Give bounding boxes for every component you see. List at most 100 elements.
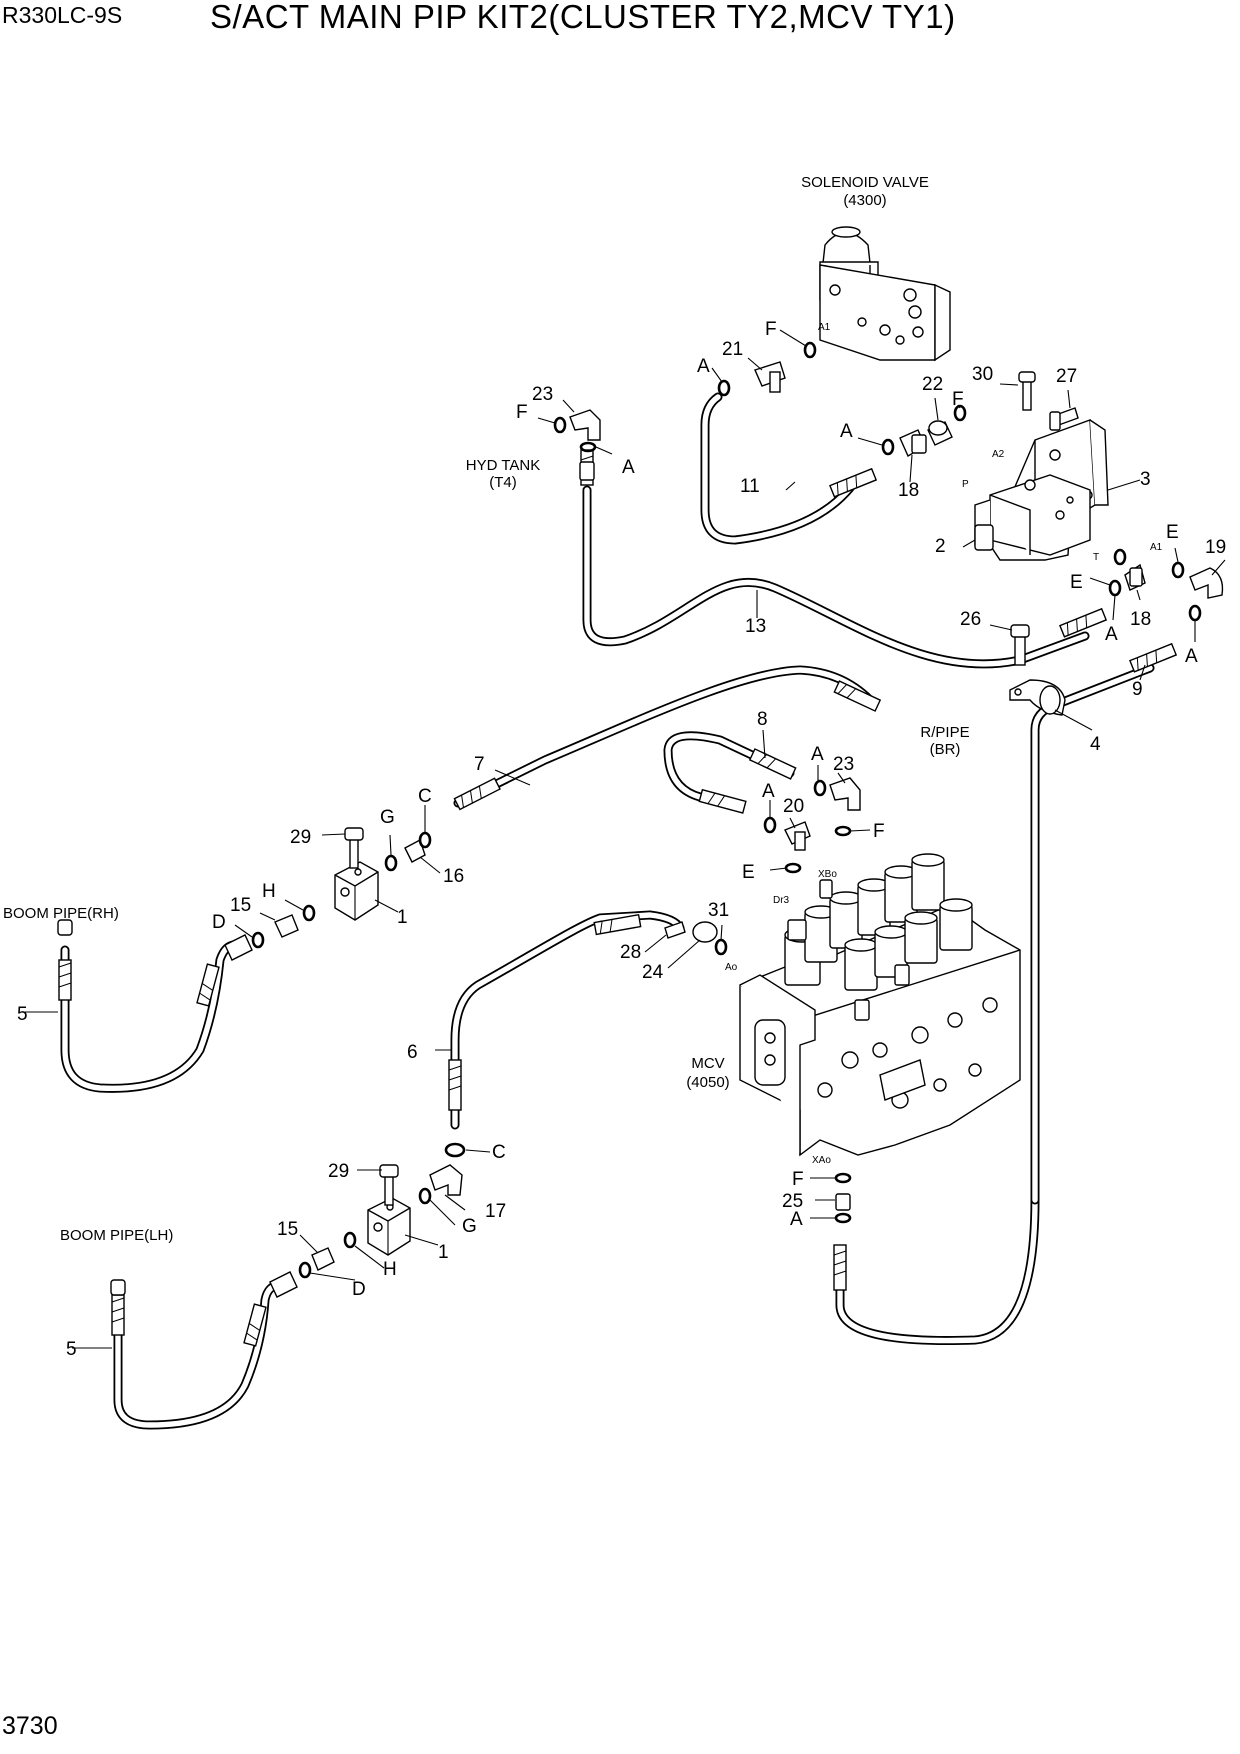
hose-6 [450, 910, 685, 1130]
hose-7 [453, 665, 875, 808]
captions: SOLENOID VALVE (4300) HYD TANK (T4) R/PI… [3, 174, 970, 1244]
callout: F [792, 1169, 804, 1190]
hose-13 [582, 485, 1090, 669]
callout: 4 [1090, 734, 1101, 755]
r-pipe-code: (BR) [930, 741, 961, 758]
callout: 27 [1056, 366, 1077, 387]
callout: 19 [1205, 537, 1226, 558]
callouts: 21 A F 23 F A 30 27 22 F A 11 18 3 2 E 1… [17, 319, 1226, 1360]
model-code: R330LC-9S [2, 2, 123, 28]
valve-block-3 [974, 419, 1109, 561]
o-rings [251, 341, 1202, 1279]
callout: A [790, 1209, 803, 1230]
port-label: T [1093, 552, 1099, 563]
hose-8 [663, 731, 795, 811]
callout: 1 [397, 907, 408, 928]
solenoid-valve-4300 [819, 226, 951, 362]
callout: H [383, 1259, 397, 1280]
block-1-lh [367, 1197, 411, 1256]
callout: D [212, 912, 226, 933]
solenoid-valve-caption: SOLENOID VALVE [801, 174, 929, 191]
callout: 31 [708, 900, 729, 921]
hose-5-lh [113, 1280, 285, 1430]
diagram-title: S/ACT MAIN PIP KIT2(CLUSTER TY2,MCV TY1) [210, 0, 956, 35]
callout: 2 [935, 536, 946, 557]
port-label: Dr3 [773, 895, 790, 906]
r-pipe-caption: R/PIPE [920, 724, 969, 741]
fittings [57, 361, 1224, 1298]
block-1-rh [334, 861, 379, 921]
mcv-4050 [739, 853, 1021, 1157]
hose-ferrules [58, 449, 1178, 1347]
callout: G [380, 807, 395, 828]
callout: 30 [972, 364, 993, 385]
hyd-tank-caption: HYD TANK [466, 457, 540, 474]
callout: C [492, 1142, 506, 1163]
callout: F [952, 389, 964, 410]
callout: 24 [642, 962, 664, 983]
port-labels: A1 A2 P T A1 XBo Dr3 Ao XAo [725, 322, 1163, 1166]
callout: 16 [443, 866, 464, 887]
callout: 11 [740, 476, 760, 497]
port-label: Ao [725, 962, 738, 973]
callout: 25 [782, 1191, 803, 1212]
callout: A [1105, 624, 1118, 645]
hose-11 [700, 392, 855, 545]
port-label: A2 [992, 449, 1005, 460]
port-label: XAo [812, 1155, 831, 1166]
callout: G [462, 1216, 477, 1237]
callout: C [418, 786, 432, 807]
leader-lines [25, 329, 1226, 1349]
callout: 1 [438, 1242, 449, 1263]
callout: 22 [922, 374, 943, 395]
callout: 21 [722, 339, 743, 360]
hyd-tank-code: (T4) [489, 474, 517, 491]
callout: A [762, 781, 775, 802]
callout: 7 [474, 754, 485, 775]
callout: E [742, 862, 755, 883]
callout: 26 [960, 609, 981, 630]
clamp-4 [1009, 679, 1066, 716]
callout: 8 [757, 709, 768, 730]
callout: E [1070, 572, 1083, 593]
callout: 18 [898, 480, 919, 501]
boom-pipe-lh-caption: BOOM PIPE(LH) [60, 1227, 173, 1244]
callout: A [840, 421, 853, 442]
callout: 18 [1130, 609, 1151, 630]
callout: 29 [328, 1161, 349, 1182]
port-label: A1 [818, 322, 831, 333]
callout: A [1185, 646, 1198, 667]
callout: A [811, 744, 824, 765]
callout: 13 [745, 616, 766, 637]
callout: A [622, 457, 635, 478]
hose-5-rh [60, 940, 240, 1093]
callout: 15 [230, 895, 251, 916]
mcv-caption: MCV [691, 1055, 724, 1072]
callout: A [697, 356, 710, 377]
callout: 28 [620, 942, 641, 963]
port-label: XBo [818, 869, 837, 880]
callout: 3 [1140, 469, 1151, 490]
boom-pipe-rh-caption: BOOM PIPE(RH) [3, 905, 119, 922]
callout: 6 [407, 1042, 418, 1063]
callout: F [765, 319, 777, 340]
callout: 9 [1132, 679, 1143, 700]
callout: 29 [290, 827, 311, 848]
callout: 23 [833, 754, 854, 775]
page-number: 3730 [2, 1712, 58, 1740]
callout: 17 [485, 1201, 506, 1222]
port-label: P [962, 479, 969, 490]
callout: H [262, 881, 276, 902]
solenoid-valve-code: (4300) [843, 192, 886, 209]
callout: 23 [532, 384, 553, 405]
mcv-code: (4050) [686, 1074, 729, 1091]
callout: F [873, 821, 885, 842]
callout: E [1166, 522, 1179, 543]
callout: D [352, 1279, 366, 1300]
callout: 15 [277, 1219, 298, 1240]
port-label: A1 [1150, 542, 1163, 553]
callout: F [516, 402, 528, 423]
callout: 5 [17, 1004, 28, 1025]
